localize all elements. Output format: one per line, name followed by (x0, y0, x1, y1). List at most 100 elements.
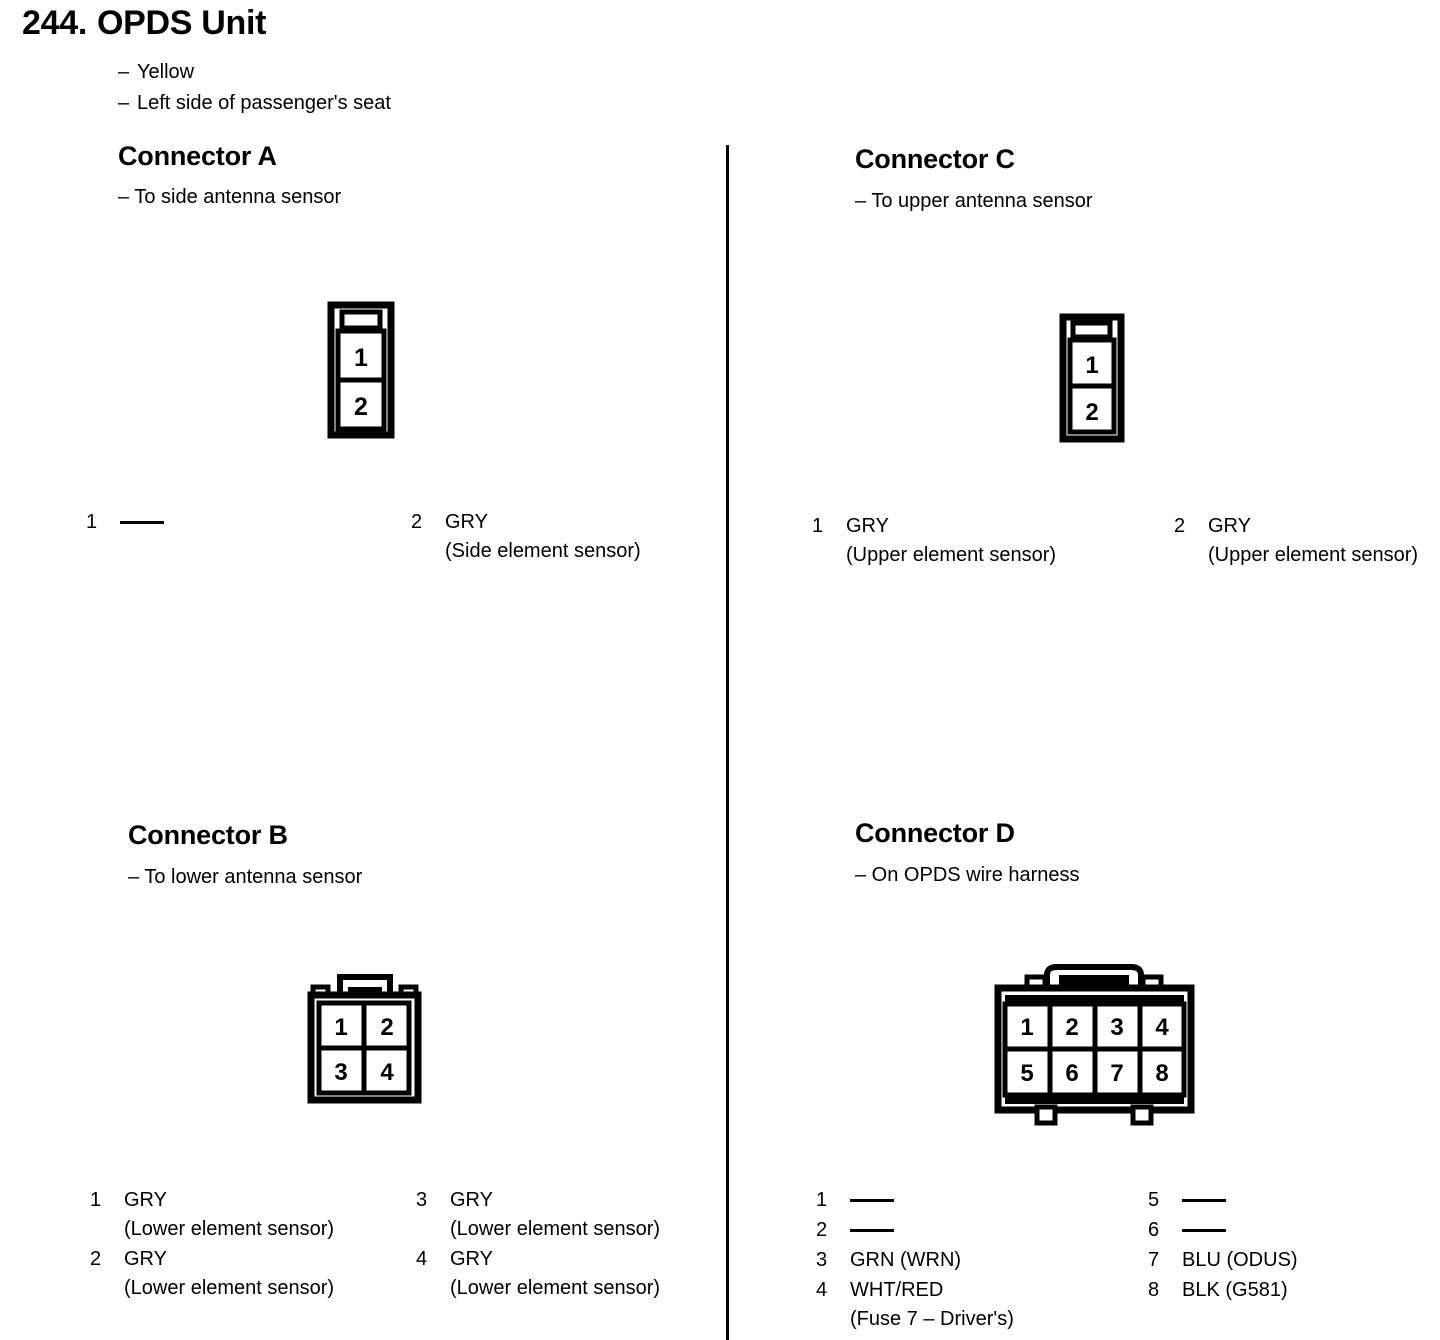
pin-number: 2 (816, 1219, 828, 1241)
pin-row: 5 (1148, 1186, 1298, 1215)
svg-text:1: 1 (354, 344, 368, 372)
pin-number: 1 (90, 1189, 102, 1211)
pin-row: 3 GRN (WRN) (816, 1246, 1014, 1275)
pin-number: 4 (816, 1279, 828, 1301)
svg-text:2: 2 (354, 393, 368, 421)
pin-wire-color: GRY (450, 1248, 493, 1270)
connector-a-subtitle: – To side antenna sensor (118, 186, 342, 208)
page-note-location: –Left side of passenger's seat (118, 88, 391, 119)
page-note-color-text: Yellow (137, 61, 195, 83)
page-note-location-text: Left side of passenger's seat (137, 92, 391, 114)
pin-empty-dash (1182, 1199, 1226, 1202)
svg-text:1: 1 (1020, 1014, 1033, 1041)
connector-b-diagram: 1 2 3 4 (300, 965, 430, 1110)
svg-text:7: 7 (1110, 1060, 1123, 1087)
pin-value: WHT/RED (Fuse 7 – Driver's) (850, 1276, 1014, 1334)
pin-value: GRY (Side element sensor) (445, 508, 641, 566)
connector-c-subtitle: – To upper antenna sensor (855, 190, 1093, 212)
pin-row: 2 GRY (Lower element sensor) (90, 1245, 334, 1303)
connector-b-pins-right: 3 GRY (Lower element sensor) 4 GRY (Lowe… (416, 1186, 660, 1304)
pin-number: 2 (90, 1248, 102, 1270)
pin-value: GRY (Lower element sensor) (124, 1186, 334, 1244)
connector-c-diagram: 1 2 (1057, 312, 1133, 447)
pin-empty-dash (850, 1229, 894, 1232)
pin-row: 3 GRY (Lower element sensor) (416, 1186, 660, 1244)
connector-a-pins-right: 2 GRY (Side element sensor) (411, 508, 641, 567)
pin-number: 3 (816, 1249, 828, 1271)
svg-text:8: 8 (1155, 1060, 1168, 1087)
pin-wire-color: GRN (WRN) (850, 1249, 962, 1271)
pin-row: 2 GRY (Side element sensor) (411, 508, 641, 566)
page-note-color: –Yellow (118, 57, 391, 88)
pin-row: 1 (816, 1186, 1014, 1215)
connector-b-subtitle: – To lower antenna sensor (128, 866, 363, 888)
svg-text:6: 6 (1065, 1060, 1078, 1087)
svg-text:1: 1 (334, 1014, 347, 1041)
pin-wire-color: WHT/RED (850, 1279, 944, 1301)
pin-value: GRY (Lower element sensor) (124, 1245, 334, 1303)
pin-wire-color: GRY (445, 511, 488, 533)
svg-text:5: 5 (1020, 1060, 1033, 1087)
page-title: 244.OPDS Unit (22, 4, 266, 43)
pin-detail: (Side element sensor) (445, 540, 641, 562)
page-title-text: OPDS Unit (96, 4, 267, 42)
pin-wire-color: GRY (846, 515, 889, 537)
connector-d-pins-left: 1 2 3 GRN (WRN) 4 WHT/RED (Fuse 7 – Driv… (816, 1186, 1014, 1335)
pin-value: BLU (ODUS) (1182, 1246, 1298, 1275)
pin-detail: (Fuse 7 – Driver's) (850, 1308, 1014, 1330)
connector-c-pins-left: 1 GRY (Upper element sensor) (812, 512, 1056, 571)
pin-wire-color: GRY (124, 1189, 167, 1211)
pin-row: 4 WHT/RED (Fuse 7 – Driver's) (816, 1276, 1014, 1334)
pin-row: 2 (816, 1216, 1014, 1245)
connector-a-diagram: 1 2 (325, 300, 405, 445)
connector-c-pins-right: 2 GRY (Upper element sensor) (1174, 512, 1418, 571)
pin-detail: (Lower element sensor) (124, 1218, 335, 1240)
pin-value: GRN (WRN) (850, 1246, 961, 1275)
page-notes: –Yellow –Left side of passenger's seat (118, 57, 391, 119)
pin-row: 2 GRY (Upper element sensor) (1174, 512, 1418, 570)
pin-row: 7 BLU (ODUS) (1148, 1246, 1298, 1275)
pin-number: 2 (1174, 515, 1186, 537)
page-number: 244. (22, 4, 87, 42)
svg-text:2: 2 (380, 1014, 393, 1041)
svg-text:3: 3 (334, 1059, 347, 1086)
pin-wire-color: GRY (1208, 515, 1251, 537)
connector-d-subtitle: – On OPDS wire harness (855, 864, 1080, 886)
pin-empty-dash (120, 521, 164, 524)
dash-glyph: – (118, 92, 130, 114)
pin-empty-dash (1182, 1229, 1226, 1232)
pin-detail: (Lower element sensor) (450, 1218, 661, 1240)
pin-row: 6 (1148, 1216, 1298, 1245)
pin-wire-color: GRY (450, 1189, 493, 1211)
connector-d-diagram: 1 2 3 4 5 6 7 8 (985, 955, 1213, 1130)
pin-number: 5 (1148, 1189, 1160, 1211)
connector-a-title: Connector A (118, 141, 277, 171)
pin-value: BLK (G581) (1182, 1276, 1288, 1305)
pin-value: GRY (Upper element sensor) (1208, 512, 1418, 570)
pin-number: 8 (1148, 1279, 1160, 1301)
pin-row: 1 GRY (Lower element sensor) (90, 1186, 334, 1244)
svg-text:2: 2 (1065, 1014, 1078, 1041)
pin-detail: (Upper element sensor) (1208, 544, 1419, 566)
connector-d-title: Connector D (855, 818, 1015, 848)
pin-value: GRY (Lower element sensor) (450, 1245, 660, 1303)
connector-b-pins-left: 1 GRY (Lower element sensor) 2 GRY (Lowe… (90, 1186, 334, 1304)
pin-number: 1 (86, 511, 98, 533)
connector-d-pins-right: 5 6 7 BLU (ODUS) 8 BLK (G581) (1148, 1186, 1298, 1306)
svg-text:1: 1 (1085, 352, 1098, 379)
pin-value: GRY (Lower element sensor) (450, 1186, 660, 1244)
pin-row: 4 GRY (Lower element sensor) (416, 1245, 660, 1303)
svg-text:4: 4 (380, 1059, 394, 1086)
dash-glyph: – (118, 61, 130, 83)
pin-number: 6 (1148, 1219, 1160, 1241)
connector-a-pins-left: 1 (86, 508, 164, 538)
pin-number: 1 (816, 1189, 828, 1211)
pin-number: 7 (1148, 1249, 1160, 1271)
pin-number: 4 (416, 1248, 428, 1270)
pin-detail: (Lower element sensor) (450, 1277, 661, 1299)
pin-detail: (Lower element sensor) (124, 1277, 335, 1299)
pin-wire-color: GRY (124, 1248, 167, 1270)
connector-b-title: Connector B (128, 820, 288, 850)
svg-text:2: 2 (1085, 399, 1098, 426)
svg-text:4: 4 (1155, 1014, 1169, 1041)
